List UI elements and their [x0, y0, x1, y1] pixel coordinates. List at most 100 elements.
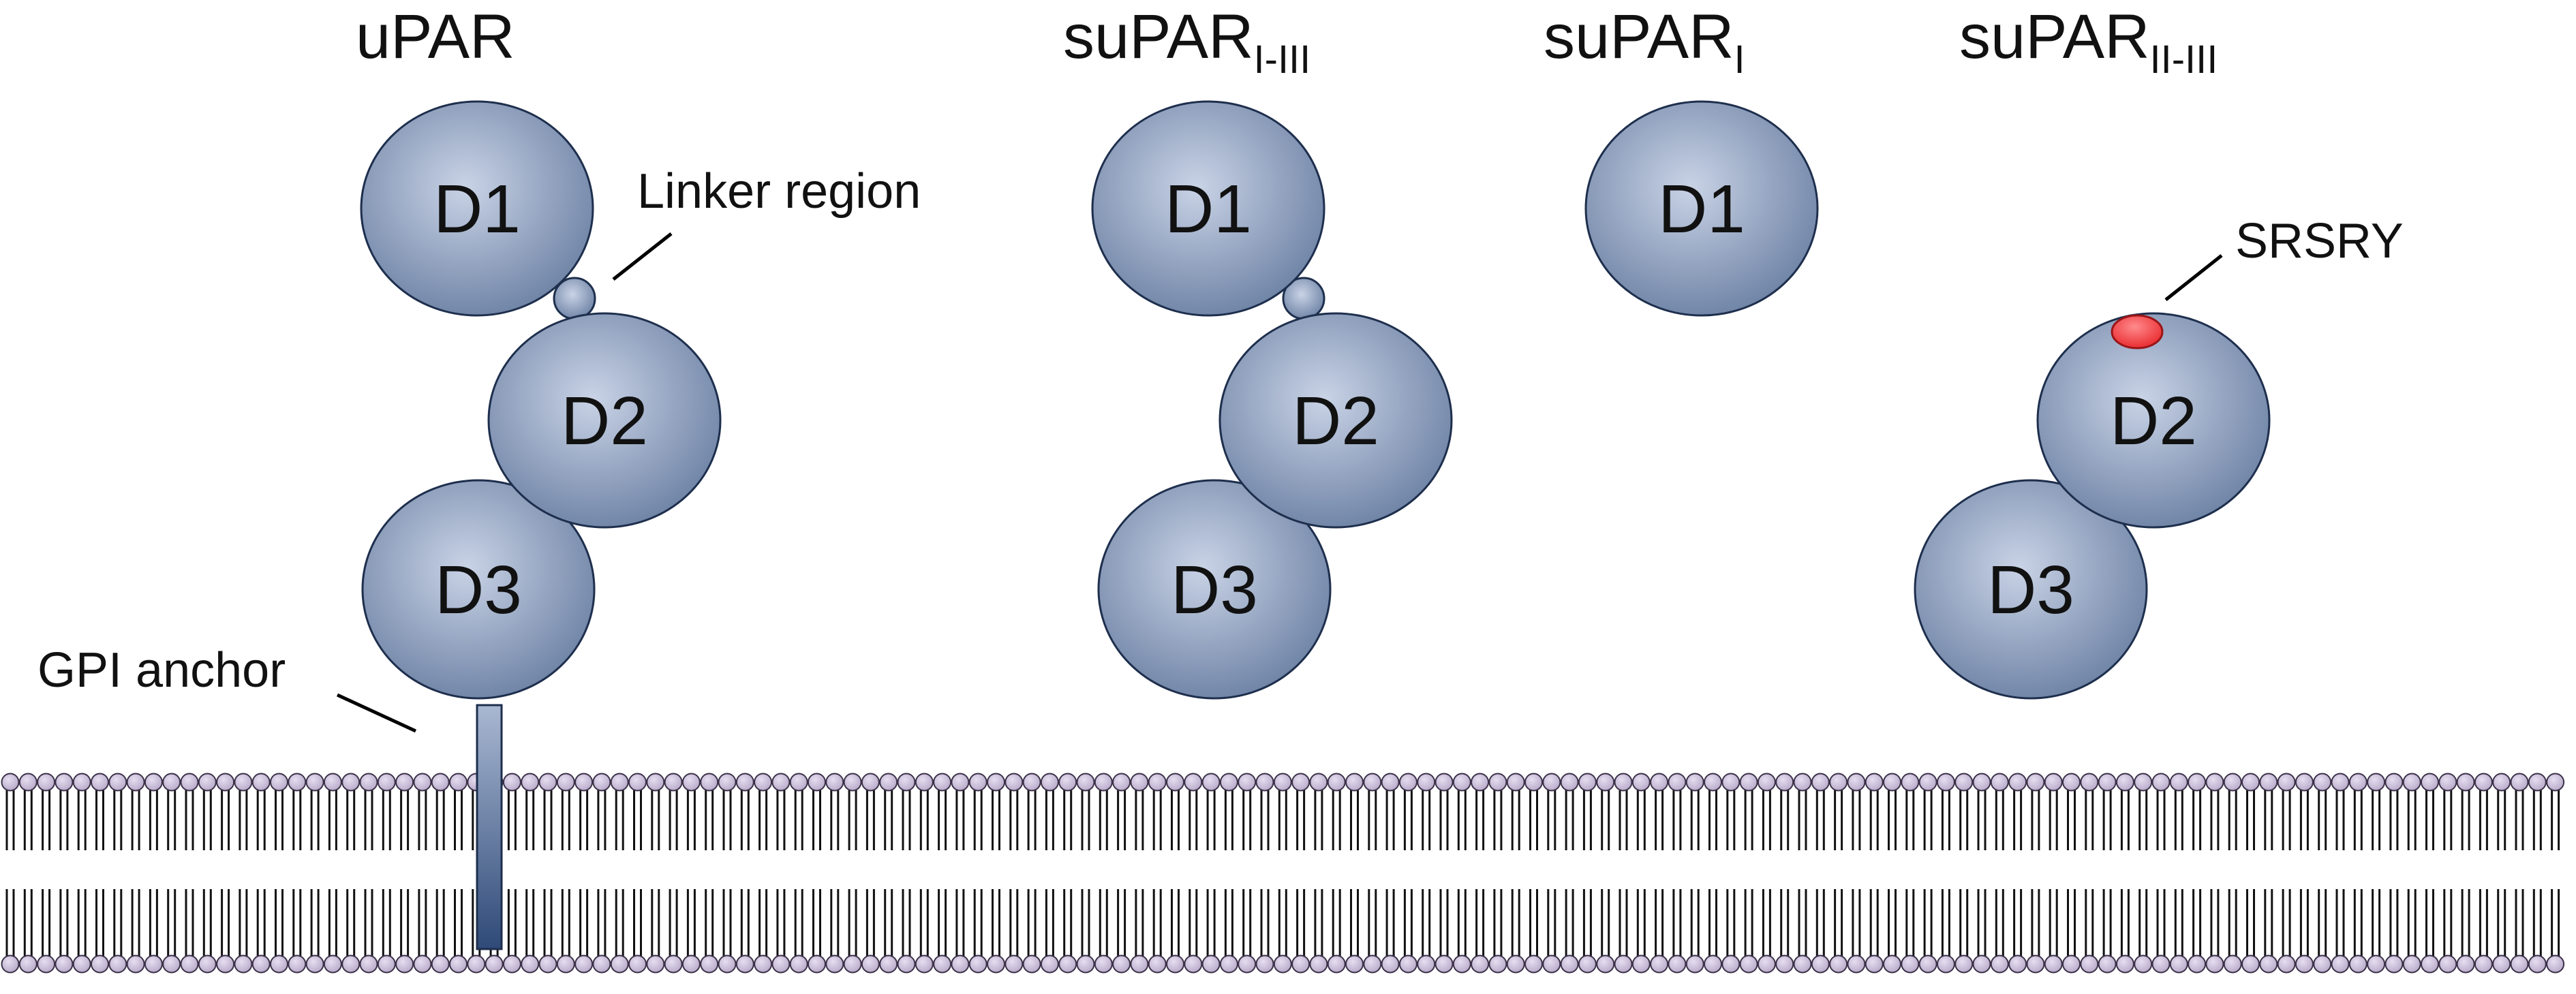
lipid-head	[1793, 773, 1812, 792]
lipid-head	[610, 773, 629, 792]
lipid-head	[341, 954, 361, 974]
lipid-head	[1918, 773, 1937, 792]
lipid-head	[1273, 773, 1292, 792]
lipid-head	[987, 773, 1005, 792]
lipid-head	[1685, 773, 1704, 792]
lipid-head	[2259, 954, 2278, 974]
domain-d2-label: D2	[561, 383, 648, 459]
lipid-head	[1, 773, 20, 792]
lipid-head	[359, 773, 378, 792]
lipid-head	[1918, 954, 1937, 974]
lipid-head	[2277, 773, 2296, 792]
lipid-head	[771, 773, 791, 792]
lipid-head	[377, 773, 396, 792]
lipid-head	[2080, 954, 2099, 974]
lipid-head	[1219, 954, 1238, 974]
domain-d1-label: D1	[433, 171, 521, 247]
lipid-head	[2080, 773, 2099, 792]
lipid-head	[359, 954, 378, 974]
lipid-head	[449, 954, 467, 974]
lipid-head	[341, 773, 361, 792]
domain-d3	[1914, 479, 2148, 700]
lipid-head	[1398, 773, 1417, 792]
lipid-head	[592, 954, 611, 974]
linker-region-label: Linker region	[637, 164, 921, 219]
form-title: uPAR	[356, 2, 515, 72]
lipid-head	[1130, 773, 1149, 792]
lipid-head	[1291, 773, 1310, 792]
lipid-head	[2367, 773, 2386, 792]
domain-d3	[1097, 479, 1332, 700]
lipid-head	[664, 773, 683, 792]
lipid-head	[681, 773, 701, 792]
lipid-head	[1560, 773, 1579, 792]
lipid-head	[897, 773, 916, 792]
lipid-head	[2277, 954, 2296, 974]
lipid-head	[2402, 773, 2421, 792]
lipid-head	[1398, 954, 1417, 974]
lipid-head	[1005, 773, 1024, 792]
lipid-head	[2062, 954, 2081, 974]
lipid-head	[789, 954, 808, 974]
lipid-head	[556, 773, 575, 792]
lipid-head	[323, 773, 342, 792]
lipid-head	[735, 954, 754, 974]
domain-d2	[1218, 312, 1453, 529]
lipid-head	[861, 773, 880, 792]
lipid-head	[37, 773, 56, 792]
lipid-head	[951, 773, 970, 792]
lipid-head	[431, 954, 450, 974]
lipid-head	[1757, 773, 1776, 792]
lipid-head	[1560, 954, 1579, 974]
domain-d1-label: D1	[1165, 171, 1252, 247]
form-supar-ii-iii: suPARII-III D2 D3	[1914, 2, 2271, 700]
lipid-head	[108, 773, 127, 792]
lipid-head	[2026, 773, 2045, 792]
domain-d2	[487, 312, 722, 529]
lipid-head	[377, 954, 396, 974]
lipid-head	[1166, 954, 1184, 974]
lipid-head	[305, 773, 324, 792]
lipid-head	[2008, 954, 2027, 974]
lipid-head	[91, 954, 109, 974]
lipid-head	[1614, 773, 1633, 792]
lipid-head	[2402, 954, 2421, 974]
form-title: suPARI-III	[1063, 2, 1310, 82]
lipid-head	[2134, 773, 2153, 792]
lipid-head	[1058, 954, 1077, 974]
lipid-head	[2474, 773, 2493, 792]
lipid-head	[2456, 773, 2475, 792]
lipid-head	[2259, 773, 2278, 792]
lipid-head	[610, 954, 629, 974]
lipid-head	[1488, 773, 1507, 792]
lipid-head	[1327, 954, 1346, 974]
lipid-head	[395, 954, 414, 974]
lipid-head	[2385, 954, 2404, 974]
lipid-head	[1596, 954, 1615, 974]
lipid-head	[2295, 773, 2314, 792]
lipid-head	[413, 773, 432, 792]
lipid-head	[1596, 773, 1615, 792]
form-supar-i-iii: suPARI-III D1 D2 D3	[1063, 2, 1453, 700]
lipid-head	[1757, 954, 1776, 974]
lipid-head	[126, 954, 145, 974]
motif-leader-line	[2164, 254, 2223, 301]
lipid-head	[1112, 773, 1131, 792]
lipid-head	[574, 773, 594, 792]
lipid-head	[521, 773, 540, 792]
lipid-head	[449, 773, 467, 792]
lipid-head	[1309, 773, 1328, 792]
lipid-head	[2546, 954, 2565, 974]
lipid-head	[2115, 773, 2134, 792]
lipid-head	[1668, 954, 1687, 974]
lipid-head	[1094, 773, 1113, 792]
lipid-head	[987, 954, 1005, 974]
lipid-head	[2188, 773, 2207, 792]
lipid-head	[1972, 954, 1991, 974]
lipid-head	[1990, 773, 2009, 792]
lipid-head	[2456, 954, 2475, 974]
lipid-head	[18, 773, 37, 792]
domain-d1-label: D1	[1658, 171, 1745, 247]
lipid-head	[1829, 773, 1848, 792]
lipid-head	[1148, 773, 1167, 792]
